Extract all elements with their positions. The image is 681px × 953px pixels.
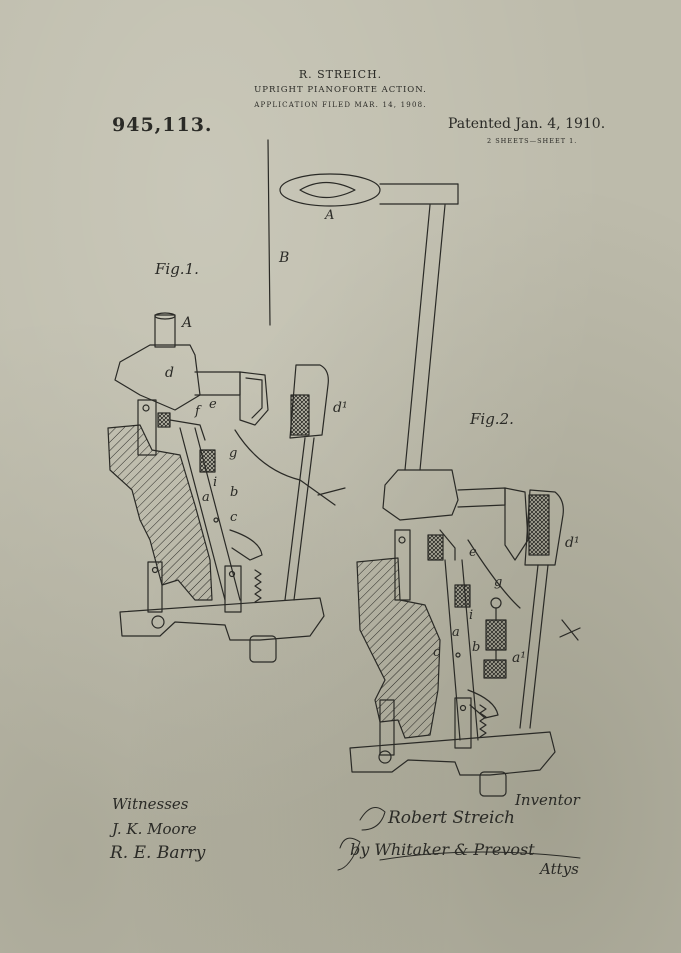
inventor-title: Inventor	[515, 791, 580, 809]
loop-end	[279, 173, 381, 207]
action-body-hatched	[107, 424, 213, 601]
attorney-signature: by Whitaker & Prevost	[350, 840, 535, 859]
vertical-rod	[404, 204, 431, 471]
figure-2	[279, 173, 581, 797]
witnesses-title: Witnesses	[112, 795, 189, 813]
fig-2-label: Fig.2.	[470, 410, 514, 428]
spring	[254, 569, 262, 603]
ref-i-fig2: i	[469, 608, 474, 623]
figure-1	[107, 139, 346, 663]
fig-1-label: Fig.1.	[155, 260, 199, 278]
ref-d1-fig2: d¹	[565, 535, 580, 551]
ref-f: f	[195, 404, 200, 419]
ref-a-fig2: a	[452, 625, 460, 640]
ref-g-fig2: g	[494, 575, 503, 590]
ref-a1: a¹	[512, 650, 526, 666]
ref-b-fig1: b	[230, 485, 239, 500]
ref-e-fig2: e	[469, 545, 477, 560]
felt-hammer	[289, 364, 329, 439]
line-b	[267, 139, 271, 326]
patented-date: Patented Jan. 4, 1910.	[448, 116, 606, 132]
key-rail	[119, 597, 325, 641]
application-filed-date: APPLICATION FILED MAR. 14, 1908.	[254, 101, 427, 109]
ref-e-fig1: e	[209, 397, 217, 412]
jack	[137, 399, 157, 456]
ref-b-fig2: b	[472, 640, 481, 655]
ref-c-fig1: c	[230, 510, 238, 525]
ref-a-fig1: a	[202, 490, 210, 505]
signature-flourishes	[337, 807, 581, 871]
patent-number: 945,113.	[112, 114, 213, 136]
hammer-head-2	[382, 469, 459, 521]
ref-d: d	[165, 365, 174, 381]
ref-a-upper-fig1: A	[182, 315, 193, 331]
witness-signature-1: J. K. Moore	[112, 820, 197, 838]
patent-title: UPRIGHT PIANOFORTE ACTION.	[254, 85, 427, 95]
ref-c-fig2: c	[433, 645, 441, 660]
ref-g-fig1: g	[229, 446, 238, 461]
hammer-head	[114, 344, 201, 411]
ref-a-upper-fig2: A	[325, 208, 335, 223]
witness-signature-2: R. E. Barry	[110, 843, 206, 863]
action-body-hatched-2	[356, 557, 441, 739]
damper-block	[239, 371, 269, 426]
sheet-count: 2 SHEETS—SHEET 1.	[487, 137, 578, 145]
ref-i-fig1: i	[213, 475, 218, 490]
ref-d1-fig1: d¹	[333, 400, 348, 416]
inventor-name-header: R. STREICH.	[298, 68, 383, 81]
hammer-shank	[154, 314, 176, 348]
inventor-signature: Robert Streich	[388, 808, 515, 828]
felt-hammer-2	[524, 489, 564, 566]
attorney-suffix: Attys	[540, 860, 579, 878]
ref-b-upper: B	[279, 250, 290, 266]
